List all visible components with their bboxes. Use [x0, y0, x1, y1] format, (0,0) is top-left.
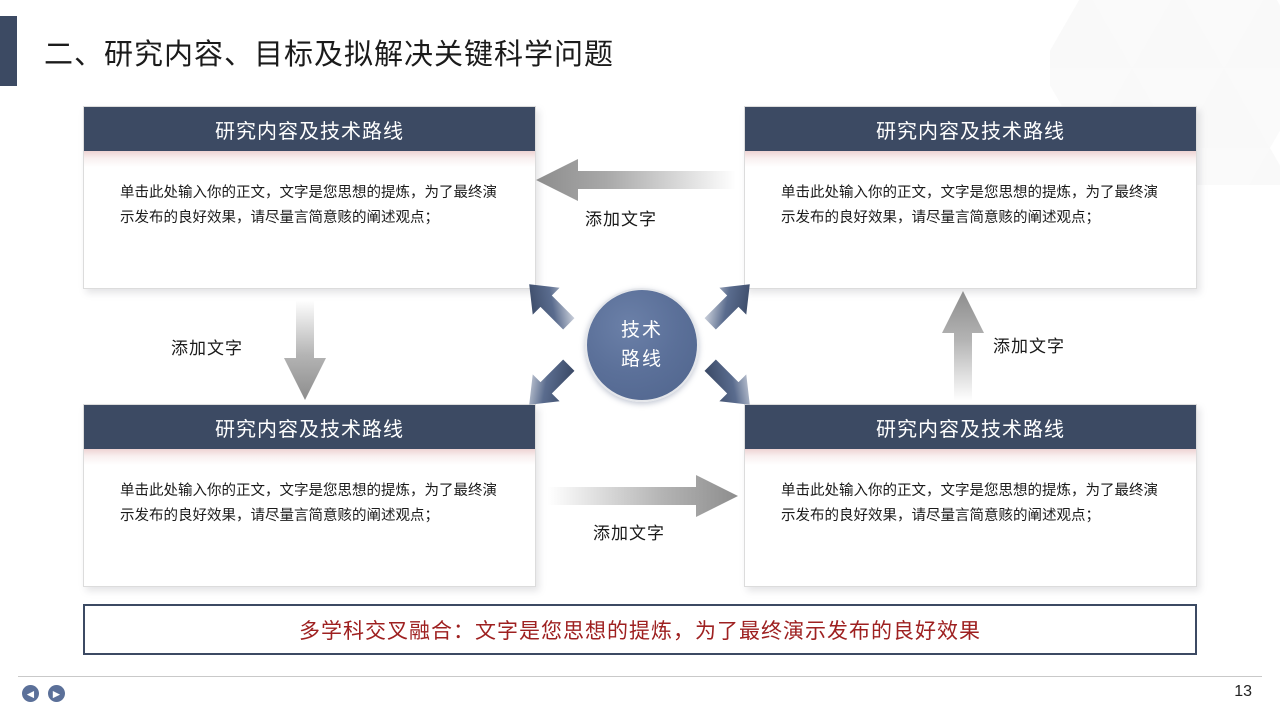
title-accent-bar — [0, 16, 17, 86]
prev-slide-icon[interactable]: ◄ — [22, 685, 39, 702]
card-header-bottom-left: 研究内容及技术路线 — [84, 405, 535, 449]
center-circle-line1: 技术 — [620, 320, 663, 341]
page-number: 13 — [1234, 683, 1252, 700]
card-body-top-left: 单击此处输入你的正文，文字是您思想的提炼，为了最终演示发布的良好效果，请尽量言简… — [120, 185, 497, 226]
center-circle-node[interactable]: 技术 路线 — [585, 288, 699, 402]
card-rose-accent — [84, 449, 535, 465]
content-card-bottom-left[interactable]: 研究内容及技术路线 单击此处输入你的正文，文字是您思想的提炼，为了最终演示发布的… — [83, 404, 536, 587]
card-body-bottom-left: 单击此处输入你的正文，文字是您思想的提炼，为了最终演示发布的良好效果，请尽量言简… — [120, 483, 497, 524]
card-body-top-right: 单击此处输入你的正文，文字是您思想的提炼，为了最终演示发布的良好效果，请尽量言简… — [781, 185, 1158, 226]
card-rose-accent — [745, 151, 1196, 167]
summary-banner-text: 多学科交叉融合：文字是您思想的提炼，为了最终演示发布的良好效果 — [299, 619, 981, 643]
arrow-label-right: 添加文字 — [993, 337, 1065, 356]
card-rose-accent — [745, 449, 1196, 465]
arrow-left-downward — [284, 300, 326, 400]
card-header-top-right: 研究内容及技术路线 — [745, 107, 1196, 151]
page-title: 二、研究内容、目标及拟解决关键科学问题 — [44, 39, 615, 71]
card-header-top-left: 研究内容及技术路线 — [84, 107, 535, 151]
arrow-label-left: 添加文字 — [171, 339, 243, 358]
footer-divider — [18, 676, 1262, 677]
next-slide-icon[interactable]: ► — [48, 685, 65, 702]
arrow-right-upward — [942, 291, 984, 401]
card-rose-accent — [84, 151, 535, 167]
card-header-bottom-right: 研究内容及技术路线 — [745, 405, 1196, 449]
content-card-top-left[interactable]: 研究内容及技术路线 单击此处输入你的正文，文字是您思想的提炼，为了最终演示发布的… — [83, 106, 536, 289]
arrow-label-top: 添加文字 — [585, 210, 657, 229]
center-circle-line2: 路线 — [620, 349, 663, 370]
slide-navigation: ◄ ► — [22, 685, 65, 702]
summary-banner: 多学科交叉融合：文字是您思想的提炼，为了最终演示发布的良好效果 — [83, 604, 1197, 655]
content-card-top-right[interactable]: 研究内容及技术路线 单击此处输入你的正文，文字是您思想的提炼，为了最终演示发布的… — [744, 106, 1197, 289]
arrow-label-bottom: 添加文字 — [593, 524, 665, 543]
arrow-bottom-rightward — [548, 475, 738, 517]
card-body-bottom-right: 单击此处输入你的正文，文字是您思想的提炼，为了最终演示发布的良好效果，请尽量言简… — [781, 483, 1158, 524]
content-card-bottom-right[interactable]: 研究内容及技术路线 单击此处输入你的正文，文字是您思想的提炼，为了最终演示发布的… — [744, 404, 1197, 587]
arrow-top-leftward — [536, 159, 736, 201]
